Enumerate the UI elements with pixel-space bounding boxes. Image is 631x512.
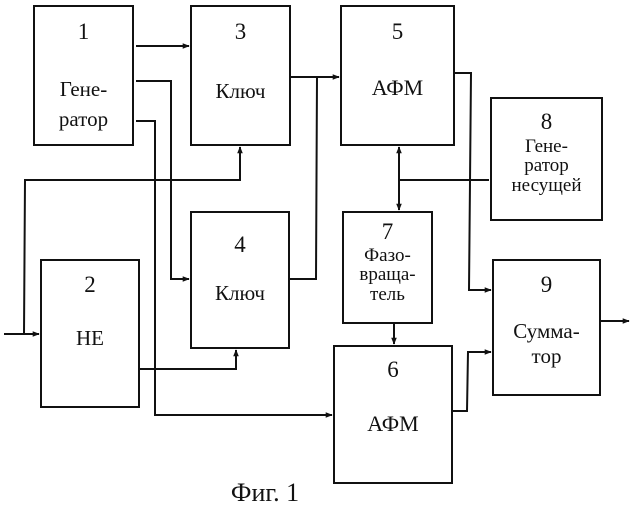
block-6-afm: 6 АФМ bbox=[333, 345, 453, 484]
block-4-label-line-1: Ключ bbox=[192, 283, 288, 304]
block-3-number: 3 bbox=[192, 20, 289, 43]
block-1-label: Гене- ратор bbox=[35, 79, 132, 130]
block-4-label: Ключ bbox=[192, 283, 288, 304]
block-9-label-line-2: тор bbox=[494, 346, 599, 367]
figure-caption: Фиг. 1 bbox=[210, 478, 320, 508]
block-5-afm: 5 АФМ bbox=[340, 5, 455, 146]
block-8-carrier-generator: 8 Гене- ратор несущей bbox=[490, 97, 603, 221]
wire-5-to-9 bbox=[455, 73, 491, 290]
block-8-number: 8 bbox=[492, 110, 601, 133]
block-7-number: 7 bbox=[344, 220, 431, 243]
block-7-label-line-3: тель bbox=[344, 285, 431, 304]
block-7-phase-shifter: 7 Фазо- враща- тель bbox=[342, 211, 433, 324]
block-9-label-line-1: Сумма- bbox=[494, 321, 599, 342]
block-8-label: Гене- ратор несущей bbox=[492, 137, 601, 195]
block-6-label-line-1: АФМ bbox=[335, 413, 451, 435]
block-3-label-line-1: Ключ bbox=[192, 81, 289, 102]
block-2-number: 2 bbox=[42, 273, 138, 296]
block-1-label-line-1: Гене- bbox=[35, 79, 132, 100]
block-3-label: Ключ bbox=[192, 81, 289, 102]
block-7-label-line-2: враща- bbox=[344, 265, 431, 284]
block-7-label-line-1: Фазо- bbox=[344, 246, 431, 265]
block-2-not-gate: 2 НЕ bbox=[40, 259, 140, 408]
block-1-label-line-2: ратор bbox=[35, 109, 132, 130]
block-5-label-line-1: АФМ bbox=[342, 77, 453, 99]
block-8-label-line-3: несущей bbox=[492, 176, 601, 195]
block-7-label: Фазо- враща- тель bbox=[344, 246, 431, 304]
block-1-number: 1 bbox=[35, 20, 132, 43]
block-6-label: АФМ bbox=[335, 413, 451, 435]
wire-6-to-9 bbox=[453, 352, 491, 411]
block-5-number: 5 bbox=[342, 20, 453, 43]
block-9-label: Сумма- тор bbox=[494, 321, 599, 367]
block-2-label-line-1: НЕ bbox=[42, 328, 138, 349]
block-8-label-line-1: Гене- bbox=[492, 137, 601, 156]
block-4-number: 4 bbox=[192, 233, 288, 256]
block-8-label-line-2: ратор bbox=[492, 156, 601, 175]
wire-4-to-5 bbox=[290, 77, 317, 279]
block-9-number: 9 bbox=[494, 273, 599, 296]
block-5-label: АФМ bbox=[342, 77, 453, 99]
block-6-number: 6 bbox=[335, 358, 451, 381]
block-1-generator: 1 Гене- ратор bbox=[33, 5, 134, 146]
block-9-adder: 9 Сумма- тор bbox=[492, 259, 601, 396]
block-3-switch: 3 Ключ bbox=[190, 5, 291, 146]
block-2-label: НЕ bbox=[42, 328, 138, 349]
block-4-switch: 4 Ключ bbox=[190, 211, 290, 349]
